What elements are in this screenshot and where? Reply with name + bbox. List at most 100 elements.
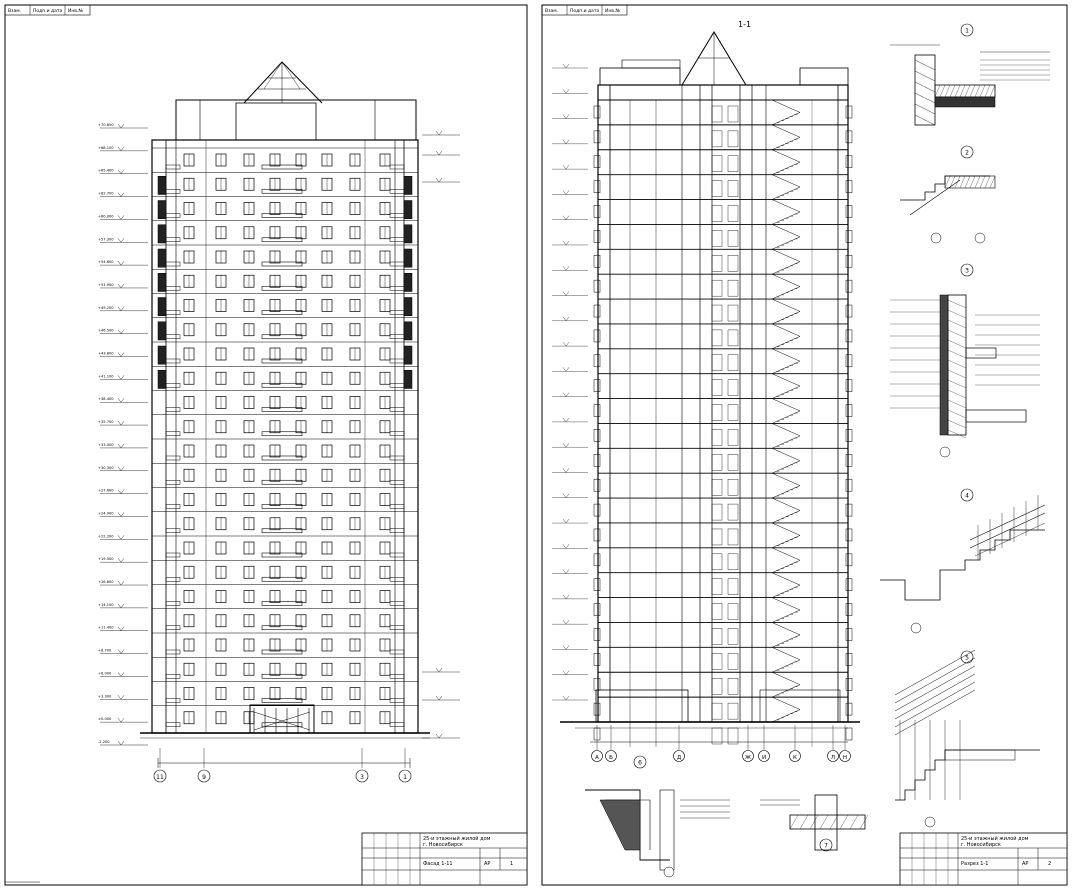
detail-5-axis bbox=[924, 816, 936, 828]
level-arrow bbox=[562, 493, 570, 499]
detail-2-axis bbox=[930, 232, 942, 244]
axis-bubble bbox=[789, 750, 801, 762]
elevation-mark-label: +38.400 bbox=[98, 397, 114, 401]
axis-label: 11 bbox=[156, 774, 164, 781]
axis-label: Н bbox=[843, 755, 847, 761]
elevation-mark-label: +41.100 bbox=[98, 374, 114, 378]
level-arrow bbox=[117, 283, 125, 289]
level-arrow bbox=[117, 215, 125, 220]
detail-2-axis bbox=[974, 232, 986, 244]
machine-room bbox=[235, 102, 317, 141]
elevation-mark-label: +68.100 bbox=[98, 146, 114, 150]
elevation-mark-label: +30.300 bbox=[98, 466, 114, 470]
elevation-mark-label: +65.400 bbox=[98, 169, 114, 173]
title-block-left: 25-и этажный жилой дом г. Новосибирск Фа… bbox=[361, 832, 528, 886]
elevation-mark-label: +35.700 bbox=[98, 420, 114, 424]
axis-label: 3 bbox=[360, 774, 364, 781]
tb-project: 25-и этажный жилой дом bbox=[423, 835, 491, 842]
level-arrow bbox=[562, 695, 570, 701]
elevation-mark-label: +60.000 bbox=[98, 214, 114, 218]
level-arrow bbox=[562, 139, 570, 145]
level-arrow bbox=[435, 695, 443, 701]
level-arrow bbox=[562, 620, 570, 625]
elevation-mark-label: +51.900 bbox=[98, 283, 114, 287]
tab-label-1: Взам. bbox=[545, 8, 558, 14]
detail-bubble bbox=[819, 838, 833, 852]
detail-number: 4 bbox=[965, 493, 969, 500]
detail-7-fill bbox=[599, 799, 641, 851]
detail-bubble bbox=[633, 755, 647, 769]
axis-bubble bbox=[605, 750, 617, 762]
tb-sheet-no: 1 bbox=[510, 861, 513, 867]
level-arrow bbox=[562, 468, 570, 473]
level-arrow bbox=[562, 645, 570, 650]
axis-label: 9 bbox=[202, 774, 206, 781]
detail-3-axis bbox=[939, 446, 951, 458]
detail-number: 1 bbox=[965, 28, 969, 35]
detail-6-column bbox=[814, 794, 838, 851]
level-arrow bbox=[562, 544, 570, 549]
level-arrow bbox=[435, 667, 443, 673]
axis-label: К bbox=[793, 755, 797, 761]
axis-bubble bbox=[742, 750, 754, 762]
elevation-mark-label: +16.800 bbox=[98, 580, 114, 584]
level-arrow bbox=[117, 718, 125, 723]
level-arrow bbox=[562, 215, 570, 220]
elevation-mark-label: +27.600 bbox=[98, 489, 114, 493]
level-arrow bbox=[435, 177, 443, 183]
level-arrow bbox=[562, 443, 570, 448]
level-arrow bbox=[117, 695, 125, 700]
tab-label-1: Взам. bbox=[8, 8, 21, 14]
level-arrow bbox=[562, 392, 570, 397]
detail-bubble bbox=[960, 145, 974, 159]
level-arrow bbox=[117, 169, 125, 175]
level-arrow bbox=[562, 63, 570, 69]
level-arrow bbox=[117, 512, 125, 517]
elevation-mark-label: +49.200 bbox=[98, 306, 114, 310]
detail-bubble bbox=[960, 488, 974, 502]
axis-bubble bbox=[197, 769, 211, 783]
level-arrow bbox=[562, 190, 570, 195]
detail-4-axis bbox=[910, 622, 922, 634]
elevation-mark-label: +11.400 bbox=[98, 626, 114, 630]
tb-address: г. Новосибирск bbox=[961, 842, 1001, 848]
level-arrow bbox=[117, 123, 125, 129]
tb-stage: АР bbox=[1022, 861, 1028, 867]
level-arrow bbox=[435, 733, 443, 739]
elevation-mark-label: +24.900 bbox=[98, 511, 114, 515]
axis-label: Б bbox=[609, 755, 613, 761]
level-arrow bbox=[562, 240, 570, 246]
level-arrow bbox=[117, 398, 125, 403]
elevation-mark-label: +6.000 bbox=[98, 671, 112, 675]
level-arrow bbox=[562, 165, 570, 170]
detail-bubble bbox=[960, 263, 974, 277]
elevation-mark-label: -1.200 bbox=[98, 740, 110, 744]
level-arrow bbox=[562, 291, 570, 296]
axis-bubble bbox=[839, 750, 851, 762]
axis-label: Л bbox=[831, 755, 835, 761]
axis-label: Ж bbox=[745, 755, 751, 761]
axis-bubble bbox=[591, 750, 603, 762]
level-arrow bbox=[117, 192, 125, 197]
axis-label: 1 bbox=[403, 774, 407, 781]
level-arrow bbox=[117, 580, 125, 586]
elevation-mark-label: +57.300 bbox=[98, 237, 114, 241]
elevation-mark-label: +70.850 bbox=[98, 123, 114, 127]
elevation-mark-label: +19.500 bbox=[98, 557, 114, 561]
level-arrow bbox=[562, 316, 570, 322]
axis-bubble bbox=[673, 750, 685, 762]
level-arrow bbox=[117, 740, 125, 746]
detail-bubble bbox=[960, 23, 974, 37]
level-arrow bbox=[562, 670, 570, 676]
level-arrow bbox=[117, 306, 125, 312]
elevation-mark-label: +54.600 bbox=[98, 260, 114, 264]
level-arrow bbox=[117, 603, 125, 609]
facade-elevation bbox=[140, 61, 430, 768]
level-arrow bbox=[117, 558, 125, 563]
axis-bubble bbox=[398, 769, 412, 783]
elevation-mark-label: +62.700 bbox=[98, 192, 114, 196]
section-1-1 bbox=[552, 31, 860, 747]
tb-sheet-name: Фасад 1-11 bbox=[423, 861, 453, 867]
tb-stage: АР bbox=[484, 861, 490, 867]
level-arrow bbox=[562, 594, 570, 600]
